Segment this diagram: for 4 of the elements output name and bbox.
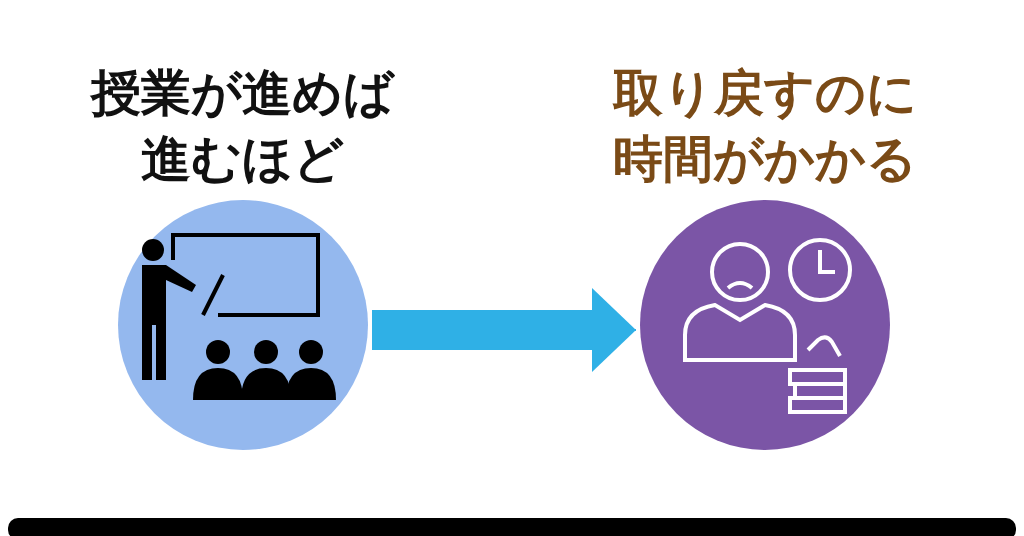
bar bbox=[8, 518, 1016, 536]
heading: 取り戻すのに時間がかかる bbox=[611, 63, 918, 190]
heading: 授業が進めば進むほど bbox=[89, 63, 396, 190]
arrow bbox=[371, 288, 637, 372]
